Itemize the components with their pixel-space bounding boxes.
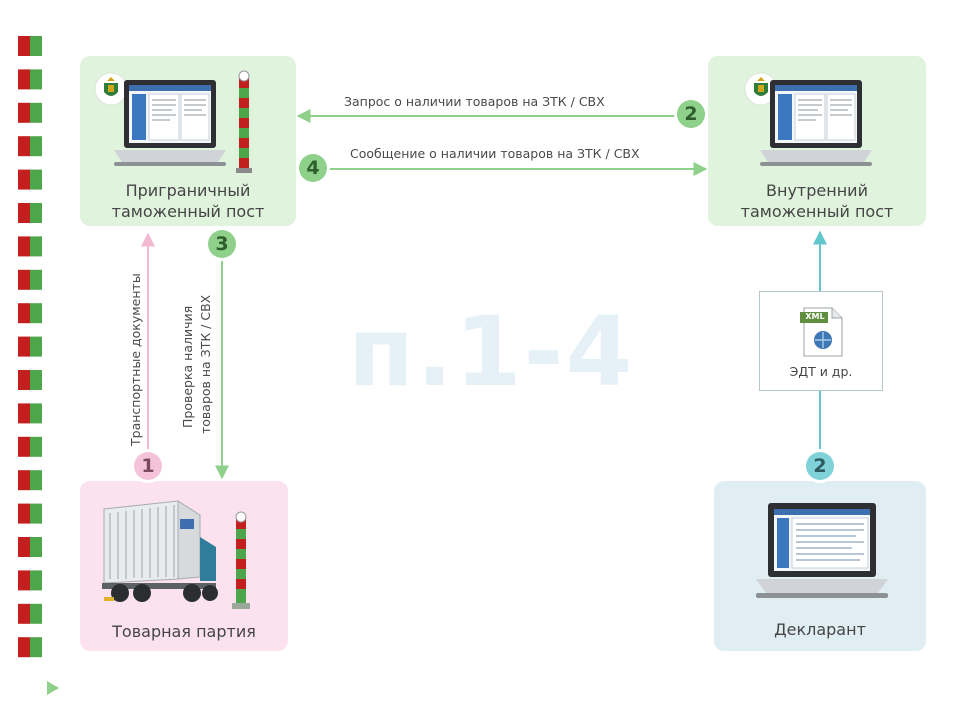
stripe-green-segment: [30, 69, 42, 90]
stripe-green-segment: [30, 236, 42, 257]
stripe-green-segment: [30, 303, 42, 324]
stripe-red-segment: [18, 269, 30, 290]
truck-icon: [102, 500, 218, 602]
watermark: п.1-4: [348, 296, 635, 408]
stripe-green-segment: [30, 570, 42, 591]
step-badge-request: 2: [677, 100, 705, 128]
stripe-red-segment: [18, 436, 30, 457]
xml-badge-text: XML: [805, 312, 825, 321]
document-box: XML ЭДТ и др.: [759, 291, 883, 391]
node-border-post: Приграничный таможенный пост: [80, 56, 296, 226]
stripe-red-segment: [18, 403, 30, 424]
node-internal-post-label-line2: таможенный пост: [740, 202, 894, 221]
node-cargo-label: Товарная партия: [112, 622, 256, 641]
document-caption: ЭДТ и др.: [789, 364, 853, 379]
node-border-post-label-line2: таможенный пост: [111, 202, 265, 221]
stripe-green-segment: [30, 370, 42, 390]
stripe-red-segment: [18, 503, 30, 524]
play-triangle-icon: [47, 681, 59, 695]
laptop-icon: [114, 80, 226, 166]
node-border-post-label-line1: Приграничный: [125, 181, 251, 200]
edge-message-label: Сообщение о наличии товаров на ЗТК / СВХ: [350, 146, 640, 161]
stripe-green-segment: [30, 470, 42, 491]
stripe-red-segment: [18, 637, 30, 658]
stripe-red-segment: [18, 470, 30, 491]
edge-request-label: Запрос о наличии товаров на ЗТК / СВХ: [344, 94, 605, 109]
decorative-stripe-border: [18, 36, 42, 658]
stripe-red-segment: [18, 303, 30, 324]
stripe-green-segment: [30, 603, 42, 624]
stripe-red-segment: [18, 537, 30, 557]
border-pole-icon: [232, 511, 250, 609]
stripe-red-segment: [18, 336, 30, 357]
stripe-green-segment: [30, 136, 42, 157]
node-internal-post: Внутренний таможенный пост: [708, 56, 926, 226]
edge-check-label-line1: Проверка наличия: [180, 305, 195, 428]
stripe-green-segment: [30, 269, 42, 290]
stripe-red-segment: [18, 603, 30, 624]
stripe-green-segment: [30, 503, 42, 524]
node-declarant: Декларант: [714, 481, 926, 651]
step-badge-check: 3: [208, 230, 236, 258]
stripe-green-segment: [30, 436, 42, 457]
stripe-green-segment: [30, 537, 42, 557]
step-badge-transport: 1: [134, 452, 162, 480]
stripe-red-segment: [18, 236, 30, 257]
stripe-green-segment: [30, 403, 42, 424]
step-badge-edt: 2: [806, 452, 834, 480]
laptop-icon: [756, 503, 888, 598]
stripe-green-segment: [30, 336, 42, 357]
edge-check-label-line2: товаров на ЗТК / СВХ: [198, 294, 213, 434]
stripe-green-segment: [30, 203, 42, 223]
node-internal-post-label-line1: Внутренний: [766, 181, 868, 200]
stripe-red-segment: [18, 370, 30, 390]
node-declarant-label: Декларант: [774, 620, 866, 639]
stripe-red-segment: [18, 203, 30, 223]
stripe-green-segment: [30, 637, 42, 658]
customs-emblem-icon: [744, 72, 778, 106]
stripe-red-segment: [18, 169, 30, 190]
node-cargo: Товарная партия: [80, 481, 288, 651]
stripe-green-segment: [30, 36, 42, 56]
stripe-green-segment: [30, 169, 42, 190]
xml-file-icon: [800, 307, 843, 357]
step-badge-message: 4: [299, 154, 327, 182]
border-pole-icon: [236, 70, 252, 173]
stripe-red-segment: [18, 136, 30, 157]
stripe-red-segment: [18, 570, 30, 591]
laptop-icon: [760, 80, 872, 166]
stripe-red-segment: [18, 102, 30, 123]
edge-transport-label: Транспортные документы: [128, 273, 143, 446]
stripe-green-segment: [30, 102, 42, 123]
stripe-red-segment: [18, 36, 30, 56]
stripe-red-segment: [18, 69, 30, 90]
